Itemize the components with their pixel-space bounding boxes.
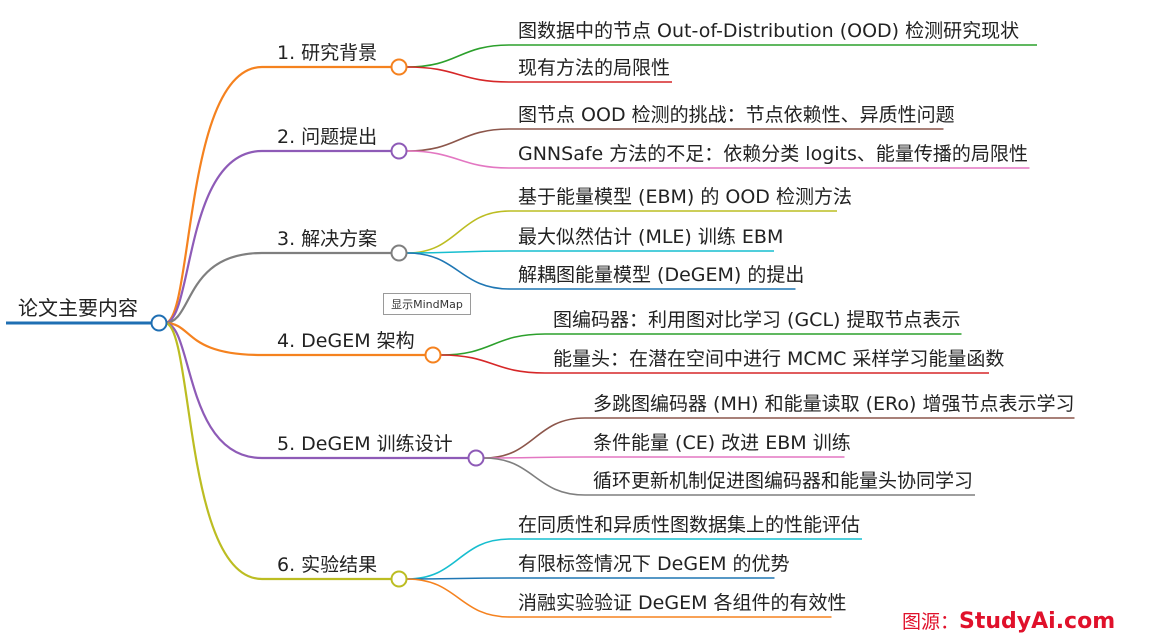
child-label[interactable]: 最大似然估计 (MLE) 训练 EBM xyxy=(518,226,783,248)
child-connector xyxy=(440,333,962,356)
branch-connector xyxy=(164,321,468,460)
child-connector xyxy=(483,417,1075,459)
branch-label[interactable]: 1. 研究背景 xyxy=(277,42,377,64)
child-label[interactable]: 循环更新机制促进图编码器和能量头协同学习 xyxy=(593,470,973,492)
child-connector xyxy=(406,577,775,580)
child-connector xyxy=(483,456,845,459)
branch-label[interactable]: 2. 问题提出 xyxy=(277,126,377,148)
watermark-site: StudyAi.com xyxy=(959,609,1116,634)
root-node-circle[interactable] xyxy=(150,314,168,332)
connector-lines xyxy=(6,44,1075,618)
branch-node-circle[interactable] xyxy=(467,449,485,467)
child-label[interactable]: GNNSafe 方法的不足：依赖分类 logits、能量传播的局限性 xyxy=(518,143,1028,165)
branch-node-circle[interactable] xyxy=(390,244,408,262)
root-label[interactable]: 论文主要内容 xyxy=(18,296,138,320)
branch-node-circle[interactable] xyxy=(390,58,408,76)
node-labels: 论文主要内容 1. 研究背景 图数据中的节点 Out-of-Distribution… xyxy=(18,20,1074,614)
branch-node-circle[interactable] xyxy=(390,142,408,160)
child-connector xyxy=(483,457,975,496)
child-connector xyxy=(406,150,1030,169)
branch-node-circle[interactable] xyxy=(390,570,408,588)
child-label[interactable]: 图编码器：利用图对比学习 (GCL) 提取节点表示 xyxy=(553,309,960,331)
child-connector xyxy=(406,538,862,580)
watermark-prefix: 图源： xyxy=(902,611,960,633)
child-label[interactable]: 多跳图编码器 (MH) 和能量读取 (ERo) 增强节点表示学习 xyxy=(593,393,1074,415)
node-circles xyxy=(150,58,485,588)
branch-label[interactable]: 4. DeGEM 架构 xyxy=(277,330,415,352)
child-connector xyxy=(406,44,1037,68)
child-connector xyxy=(440,354,989,374)
child-connector xyxy=(406,128,944,152)
child-connector xyxy=(406,250,774,254)
child-connector xyxy=(406,578,832,618)
branch-connector xyxy=(164,251,391,325)
branch-connector xyxy=(164,321,391,581)
branch-label[interactable]: 3. 解决方案 xyxy=(277,228,377,250)
branch-label[interactable]: 6. 实验结果 xyxy=(277,554,377,576)
child-label[interactable]: 在同质性和异质性图数据集上的性能评估 xyxy=(518,514,860,536)
branch-connector xyxy=(164,65,391,325)
branch-node-circle[interactable] xyxy=(424,346,442,364)
child-label[interactable]: 基于能量模型 (EBM) 的 OOD 检测方法 xyxy=(518,186,852,208)
image-source-watermark: 图源： StudyAi.com xyxy=(902,607,1115,637)
child-label[interactable]: 条件能量 (CE) 改进 EBM 训练 xyxy=(593,432,851,454)
branch-connector xyxy=(164,149,391,325)
show-mindmap-button[interactable]: 显示MindMap xyxy=(383,293,471,315)
child-label[interactable]: 有限标签情况下 DeGEM 的优势 xyxy=(518,553,790,575)
child-connector xyxy=(406,252,796,290)
child-label[interactable]: 能量头：在潜在空间中进行 MCMC 采样学习能量函数 xyxy=(553,348,1004,370)
child-label[interactable]: 图数据中的节点 Out-of-Distribution (OOD) 检测研究现状 xyxy=(518,20,1019,42)
child-label[interactable]: 图节点 OOD 检测的挑战：节点依赖性、异质性问题 xyxy=(518,104,955,126)
branch-label[interactable]: 5. DeGEM 训练设计 xyxy=(277,433,453,455)
branch-connector xyxy=(164,321,425,357)
child-label[interactable]: 消融实验验证 DeGEM 各组件的有效性 xyxy=(518,592,847,614)
child-label[interactable]: 现有方法的局限性 xyxy=(518,57,670,79)
child-label[interactable]: 解耦图能量模型 (DeGEM) 的提出 xyxy=(518,264,804,286)
child-connector xyxy=(406,66,672,83)
child-connector xyxy=(406,210,837,254)
